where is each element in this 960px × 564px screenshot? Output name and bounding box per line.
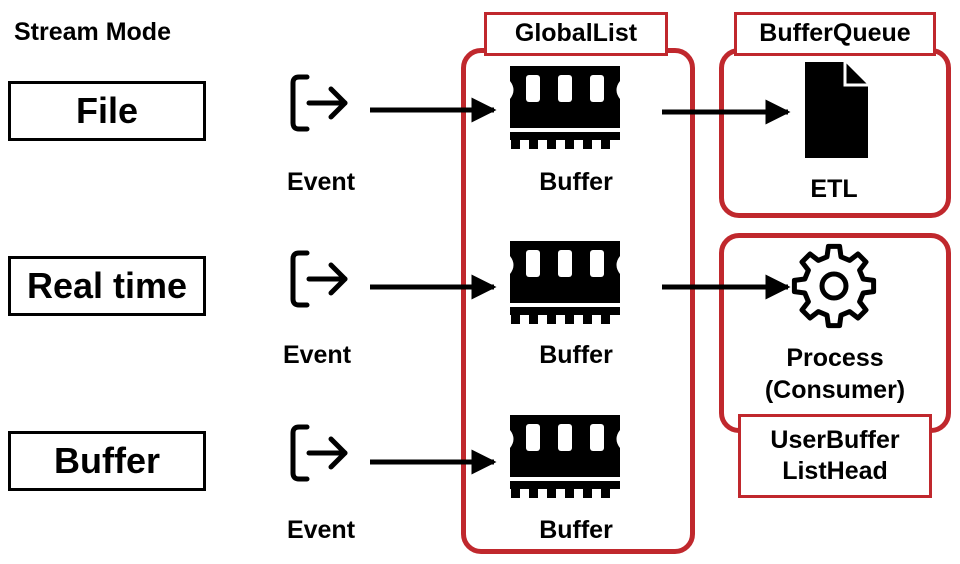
buffer-label: Buffer <box>539 341 613 369</box>
buffer-label: Buffer <box>539 168 613 196</box>
user-buffer-tag: UserBuffer ListHead <box>738 414 932 498</box>
event-icon <box>293 253 345 305</box>
consumer-label-line1: Process <box>786 344 884 372</box>
buffer-chip-icon <box>510 415 620 498</box>
event-label: Event <box>286 516 356 544</box>
mode-file: File <box>8 81 206 141</box>
buffer-chip-icon <box>510 241 620 324</box>
user-buffer-line1: UserBuffer <box>770 425 900 454</box>
event-label: Event <box>286 168 356 196</box>
event-icon <box>293 427 345 479</box>
etl-label: ETL <box>810 175 858 203</box>
event-label: Event <box>282 341 352 369</box>
buffer-label: Buffer <box>539 516 613 544</box>
global-list-tag: GlobalList <box>484 12 668 56</box>
consumer-label-line2: (Consumer) <box>764 376 906 404</box>
diagram-title: Stream Mode <box>14 18 171 46</box>
document-icon <box>805 62 868 158</box>
user-buffer-line2: ListHead <box>782 457 888 485</box>
mode-buffer: Buffer <box>8 431 206 491</box>
buffer-chip-icon <box>510 66 620 149</box>
mode-real-time: Real time <box>8 256 206 316</box>
gear-icon <box>791 243 877 329</box>
buffer-queue-tag: BufferQueue <box>734 12 936 56</box>
event-icon <box>293 77 345 129</box>
